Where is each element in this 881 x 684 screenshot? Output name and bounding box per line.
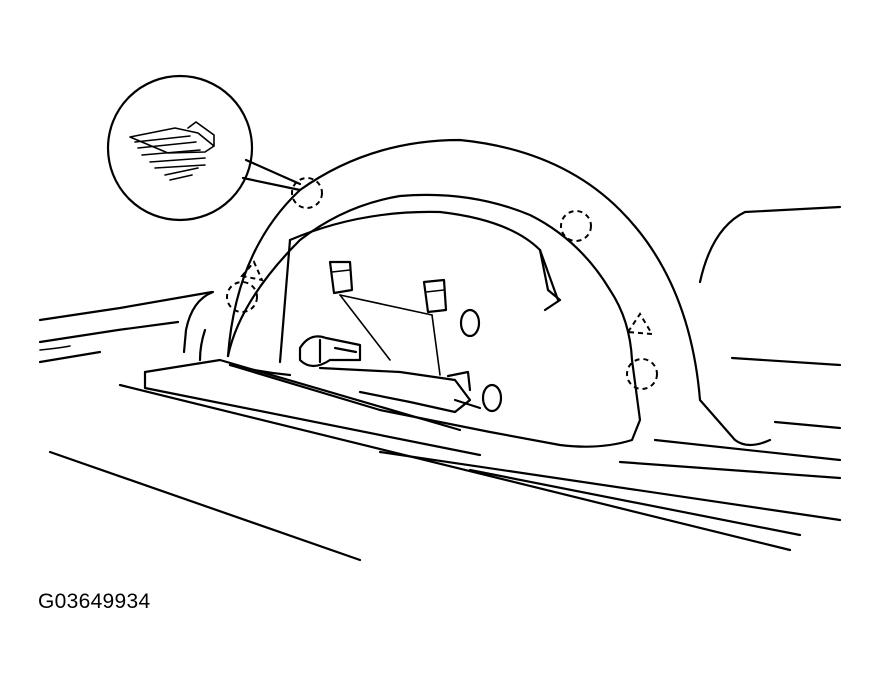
mounting-hardware <box>298 260 503 414</box>
body-panel-lines <box>38 205 842 430</box>
wheel-housing-cover <box>182 138 772 448</box>
clip-marker <box>291 177 323 209</box>
clip-location-markers <box>226 177 658 390</box>
clip-marker <box>626 358 658 390</box>
clip-detail-icon <box>129 121 215 181</box>
figure-id-label: G03649934 <box>38 590 151 613</box>
trim-panel <box>48 358 842 562</box>
clip-marker <box>560 210 592 242</box>
clip-marker <box>226 281 258 313</box>
detail-callout <box>106 74 302 222</box>
